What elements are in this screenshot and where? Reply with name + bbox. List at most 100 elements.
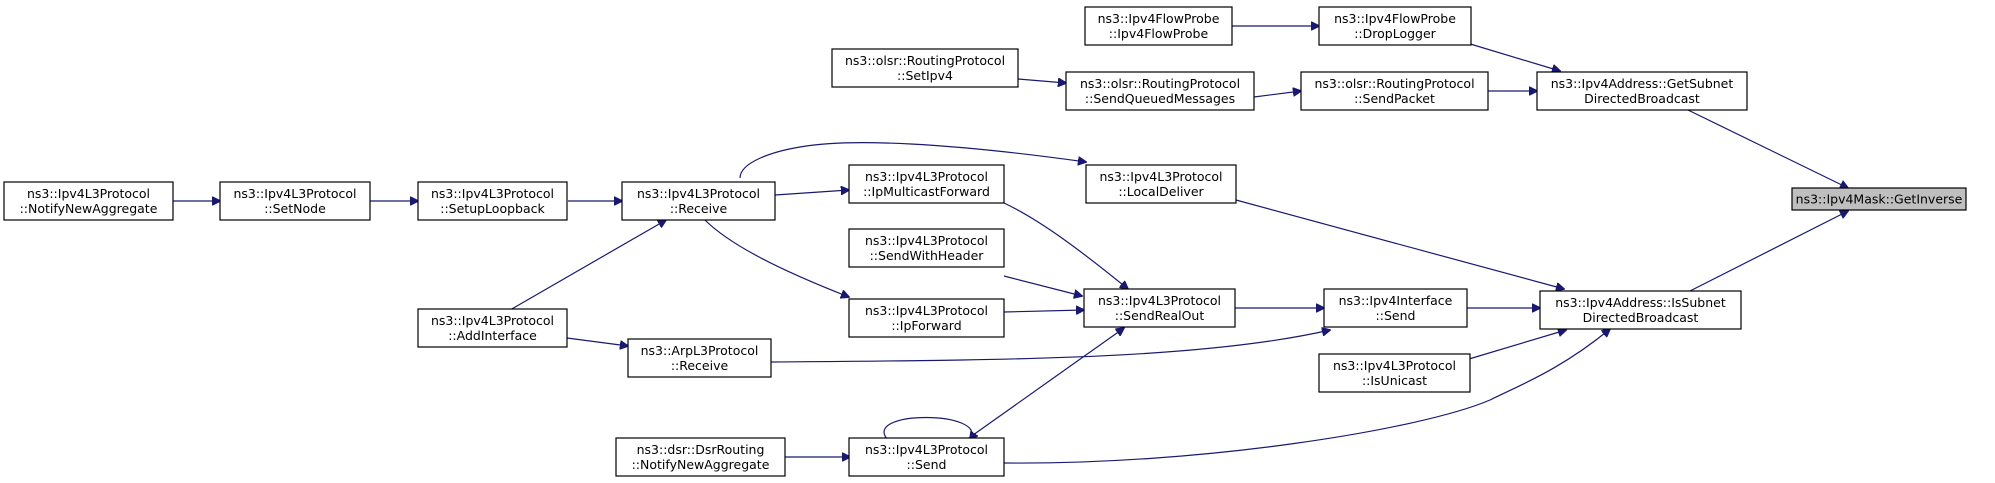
node-olsr-set-ipv4[interactable]: ns3::olsr::RoutingProtocol::SetIpv4 xyxy=(831,48,1019,88)
node-label-line: ns3::olsr::RoutingProtocol xyxy=(1314,76,1474,91)
node-ip-multicast-forward[interactable]: ns3::Ipv4L3Protocol::IpMulticastForward xyxy=(848,164,1005,204)
node-send-real-out[interactable]: ns3::Ipv4L3Protocol::SendRealOut xyxy=(1083,288,1236,328)
node-label-line: ns3::Ipv4Address::IsSubnet xyxy=(1555,295,1726,310)
node-box[interactable] xyxy=(848,164,1005,204)
node-label-line: ns3::Ipv4L3Protocol xyxy=(431,186,554,201)
node-label-line: ::IpForward xyxy=(891,318,961,333)
edge-isunicast-to-issubnetdb xyxy=(1468,330,1566,360)
node-label-line: ::SendPacket xyxy=(1354,91,1435,106)
node-label-line: ns3::ArpL3Protocol xyxy=(641,343,759,358)
node-send[interactable]: ns3::Ipv4L3Protocol::Send xyxy=(848,437,1005,477)
node-drop-logger[interactable]: ns3::Ipv4FlowProbe::DropLogger xyxy=(1318,6,1472,46)
node-add-interface[interactable]: ns3::Ipv4L3Protocol::AddInterface xyxy=(417,308,568,348)
node-label-line: ::NotifyNewAggregate xyxy=(20,201,158,216)
node-label-line: ::SendQueuedMessages xyxy=(1085,91,1235,106)
node-box[interactable] xyxy=(1083,288,1236,328)
node-notify-new-agg[interactable]: ns3::Ipv4L3Protocol::NotifyNewAggregate xyxy=(3,181,174,221)
node-box[interactable] xyxy=(417,181,568,221)
node-label-line: ns3::Ipv4L3Protocol xyxy=(865,303,988,318)
node-label-line: ns3::Ipv4L3Protocol xyxy=(431,313,554,328)
node-label-line: ::SetIpv4 xyxy=(897,68,953,83)
node-box[interactable] xyxy=(3,181,174,221)
node-olsr-send-packet[interactable]: ns3::olsr::RoutingProtocol::SendPacket xyxy=(1300,71,1489,111)
node-get-subnet-db[interactable]: ns3::Ipv4Address::GetSubnetDirectedBroad… xyxy=(1536,71,1748,111)
node-label-line: ns3::Ipv4L3Protocol xyxy=(1333,358,1456,373)
node-is-unicast[interactable]: ns3::Ipv4L3Protocol::IsUnicast xyxy=(1318,353,1471,393)
node-box[interactable] xyxy=(831,48,1019,88)
edge-sendrealout-to-ipmulticast xyxy=(1003,202,1128,289)
node-label-line: ns3::Ipv4Mask::GetInverse xyxy=(1796,192,1963,207)
node-is-subnet-db[interactable]: ns3::Ipv4Address::IsSubnetDirectedBroadc… xyxy=(1539,290,1742,330)
node-local-deliver[interactable]: ns3::Ipv4L3Protocol::LocalDeliver xyxy=(1085,164,1237,204)
node-get-inverse[interactable]: ns3::Ipv4Mask::GetInverse xyxy=(1791,187,1967,211)
edge-arpreceive-to-ifacesend xyxy=(769,330,1330,363)
node-label-line: ::Ipv4FlowProbe xyxy=(1109,26,1209,41)
node-box[interactable] xyxy=(1065,71,1255,111)
node-box[interactable] xyxy=(848,437,1005,477)
node-dsr-notify[interactable]: ns3::dsr::DsrRouting::NotifyNewAggregate xyxy=(615,437,786,477)
edges xyxy=(173,26,1848,464)
node-box[interactable] xyxy=(615,437,786,477)
node-label-line: ns3::Ipv4L3Protocol xyxy=(865,233,988,248)
edge-getsubnetdb-to-getinverse xyxy=(1687,109,1848,188)
node-box[interactable] xyxy=(1085,164,1237,204)
node-box[interactable] xyxy=(219,181,371,221)
node-box[interactable] xyxy=(1536,71,1748,111)
node-label-line: ::IpMulticastForward xyxy=(863,184,990,199)
node-box[interactable] xyxy=(848,228,1005,268)
edge-droplogger-to-getsubnetdb xyxy=(1466,42,1560,71)
node-label-line: ::SendWithHeader xyxy=(870,248,985,263)
node-label-line: ::SendRealOut xyxy=(1115,308,1205,323)
node-label-line: ns3::Ipv4L3Protocol xyxy=(865,442,988,457)
nodes: ns3::Ipv4Mask::GetInversens3::Ipv4Addres… xyxy=(3,6,1967,477)
node-label-line: ::NotifyNewAggregate xyxy=(632,457,770,472)
node-label-line: ns3::Ipv4Interface xyxy=(1339,293,1453,308)
node-label-line: ::SetupLoopback xyxy=(440,201,545,216)
node-setup-loopback[interactable]: ns3::Ipv4L3Protocol::SetupLoopback xyxy=(417,181,568,221)
node-box[interactable] xyxy=(1300,71,1489,111)
node-box[interactable] xyxy=(627,338,772,378)
node-label-line: ns3::Ipv4FlowProbe xyxy=(1098,11,1220,26)
node-set-node[interactable]: ns3::Ipv4L3Protocol::SetNode xyxy=(219,181,371,221)
node-box[interactable] xyxy=(1318,353,1471,393)
edge-addinterface-to-receive xyxy=(509,220,666,311)
node-label-line: ::Receive xyxy=(671,358,729,373)
node-label-line: ::SetNode xyxy=(264,201,326,216)
node-label-line: ns3::Ipv4L3Protocol xyxy=(1098,293,1221,308)
node-label-line: ::LocalDeliver xyxy=(1118,184,1204,199)
node-label-line: ns3::Ipv4FlowProbe xyxy=(1334,11,1456,26)
node-ipv4-flow-probe[interactable]: ns3::Ipv4FlowProbe::Ipv4FlowProbe xyxy=(1084,6,1233,46)
node-label-line: ::Send xyxy=(1376,308,1416,323)
edge-addinterface-to-arpreceive xyxy=(566,337,628,346)
node-label-line: ns3::Ipv4Address::GetSubnet xyxy=(1551,76,1734,91)
node-ip-forward[interactable]: ns3::Ipv4L3Protocol::IpForward xyxy=(848,298,1005,338)
edge-sendrealout-to-send xyxy=(965,328,1124,441)
edge-ipmulticast-to-receive xyxy=(774,190,849,196)
node-box[interactable] xyxy=(1539,290,1742,330)
node-olsr-send-queued[interactable]: ns3::olsr::RoutingProtocol::SendQueuedMe… xyxy=(1065,71,1255,111)
node-box[interactable] xyxy=(417,308,568,348)
node-label-line: DirectedBroadcast xyxy=(1583,310,1699,325)
node-receive[interactable]: ns3::Ipv4L3Protocol::Receive xyxy=(621,181,776,221)
node-iface-send[interactable]: ns3::Ipv4Interface::Send xyxy=(1323,288,1468,328)
edge-send-self-loop xyxy=(883,416,972,441)
edge-sendrealout-to-ipforward xyxy=(1003,310,1084,312)
edge-receive-to-localdeliver xyxy=(739,142,1086,179)
node-label-line: DirectedBroadcast xyxy=(1584,91,1700,106)
node-label-line: ::Send xyxy=(907,457,947,472)
node-label-line: ns3::Ipv4L3Protocol xyxy=(233,186,356,201)
node-send-with-header[interactable]: ns3::Ipv4L3Protocol::SendWithHeader xyxy=(848,228,1005,268)
node-box[interactable] xyxy=(1318,6,1472,46)
node-label-line: ns3::Ipv4L3Protocol xyxy=(865,169,988,184)
node-arp-receive[interactable]: ns3::ArpL3Protocol::Receive xyxy=(627,338,772,378)
node-box[interactable] xyxy=(621,181,776,221)
node-box[interactable] xyxy=(848,298,1005,338)
edge-sendrealout-to-sendwithheader xyxy=(1003,275,1082,296)
node-box[interactable] xyxy=(1323,288,1468,328)
node-label-line: ::Receive xyxy=(670,201,728,216)
node-label-line: ns3::dsr::DsrRouting xyxy=(637,442,765,457)
node-label-line: ns3::Ipv4L3Protocol xyxy=(637,186,760,201)
node-box[interactable] xyxy=(1791,187,1967,211)
node-box[interactable] xyxy=(1084,6,1233,46)
